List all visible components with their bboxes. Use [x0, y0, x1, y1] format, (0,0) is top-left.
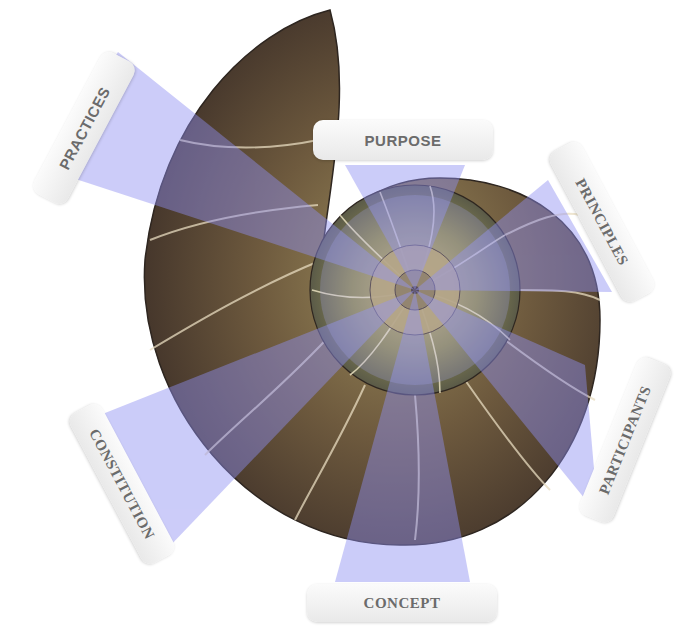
- tab-text: CONCEPT: [364, 595, 441, 612]
- light-beams: [42, 52, 612, 582]
- tab-text: PARTICIPANTS: [595, 383, 654, 497]
- tab-text: PURPOSE: [365, 132, 442, 149]
- tab-label: CONCEPT: [307, 584, 497, 622]
- tab-label: PURPOSE: [313, 120, 493, 160]
